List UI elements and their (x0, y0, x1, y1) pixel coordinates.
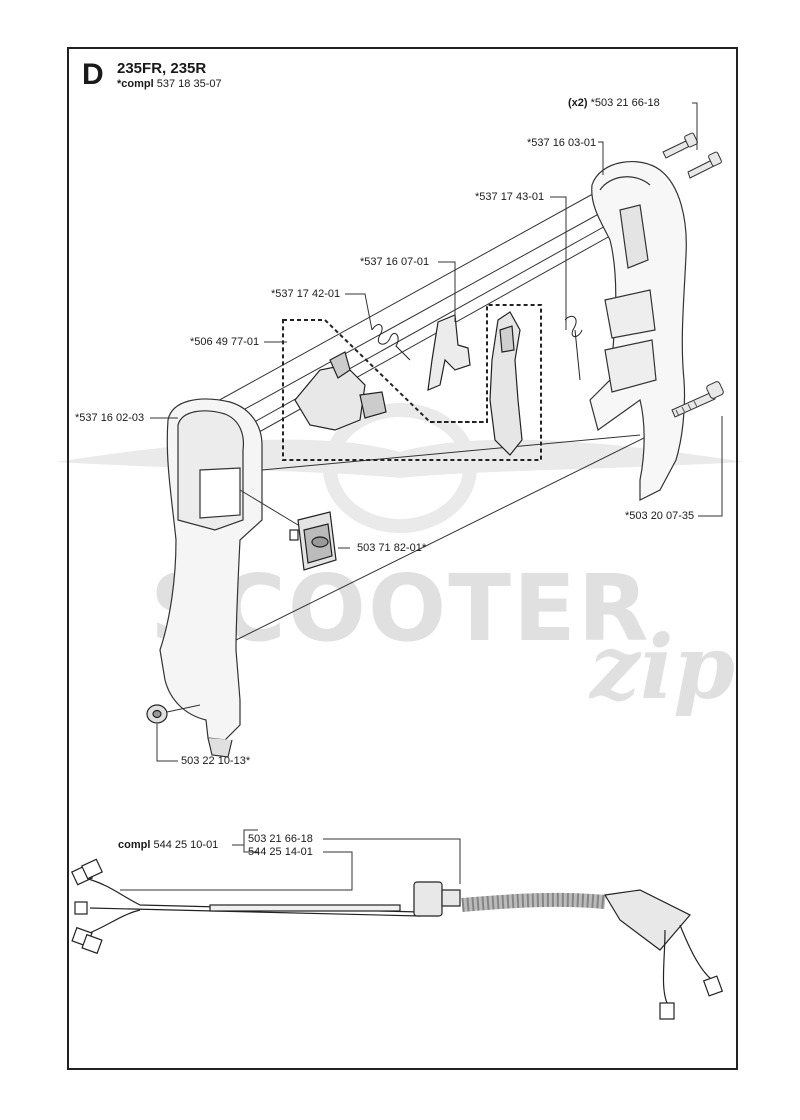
quantity-prefix: (x2) (568, 97, 588, 109)
lever-part (427, 314, 471, 391)
harness-compl-number: 544 25 10-01 (153, 839, 219, 851)
model-title: 235FR, 235R (117, 60, 207, 77)
part-label-nut: 503 22 10-13* (181, 755, 251, 767)
part-label-switch: 503 71 82-01* (357, 542, 427, 554)
harness-sub-label-2: 544 25 14-01 (248, 846, 313, 858)
compl-prefix: *compl (117, 78, 154, 90)
part-label-spring-right: *537 17 43-01 (475, 191, 545, 203)
part-label-trigger-kit: *506 49 77-01 (190, 336, 260, 348)
harness-compl-prefix: compl (118, 839, 151, 851)
part-number: *503 21 66-18 (590, 97, 660, 109)
watermark-script: zip (590, 615, 735, 719)
part-label-lever: *537 16 07-01 (360, 256, 430, 268)
compl-number: 537 18 35-07 (156, 78, 222, 90)
part-label-screw-x2: (x2) *503 21 66-18 (568, 97, 660, 110)
screw-long-right (671, 381, 724, 418)
section-letter: D (82, 58, 104, 91)
harness-compl-label: compl 544 25 10-01 (118, 839, 218, 852)
throttle-trigger-part (294, 351, 387, 431)
harness-sub-label-1: 503 21 66-18 (248, 833, 313, 845)
left-handle-housing (159, 398, 263, 758)
dashed-callouts (282, 304, 542, 461)
part-label-right-housing: *537 16 03-01 (527, 137, 597, 149)
switch-part (239, 489, 337, 571)
leader-lines (120, 102, 723, 891)
lockout-lever-part (489, 311, 523, 456)
model-compl-number: *compl 537 18 35-07 (117, 78, 222, 90)
diagram-frame (67, 47, 738, 1070)
part-label-left-housing: *537 16 02-03 (75, 412, 145, 424)
nut-part (146, 704, 201, 724)
wiring-harness (70, 858, 724, 1020)
screws-top (662, 132, 722, 179)
springs (371, 315, 583, 381)
part-label-long-screw: *503 20 07-35 (625, 510, 695, 522)
part-label-spring-left: *537 17 42-01 (271, 288, 341, 300)
right-handle-housing (589, 161, 687, 501)
